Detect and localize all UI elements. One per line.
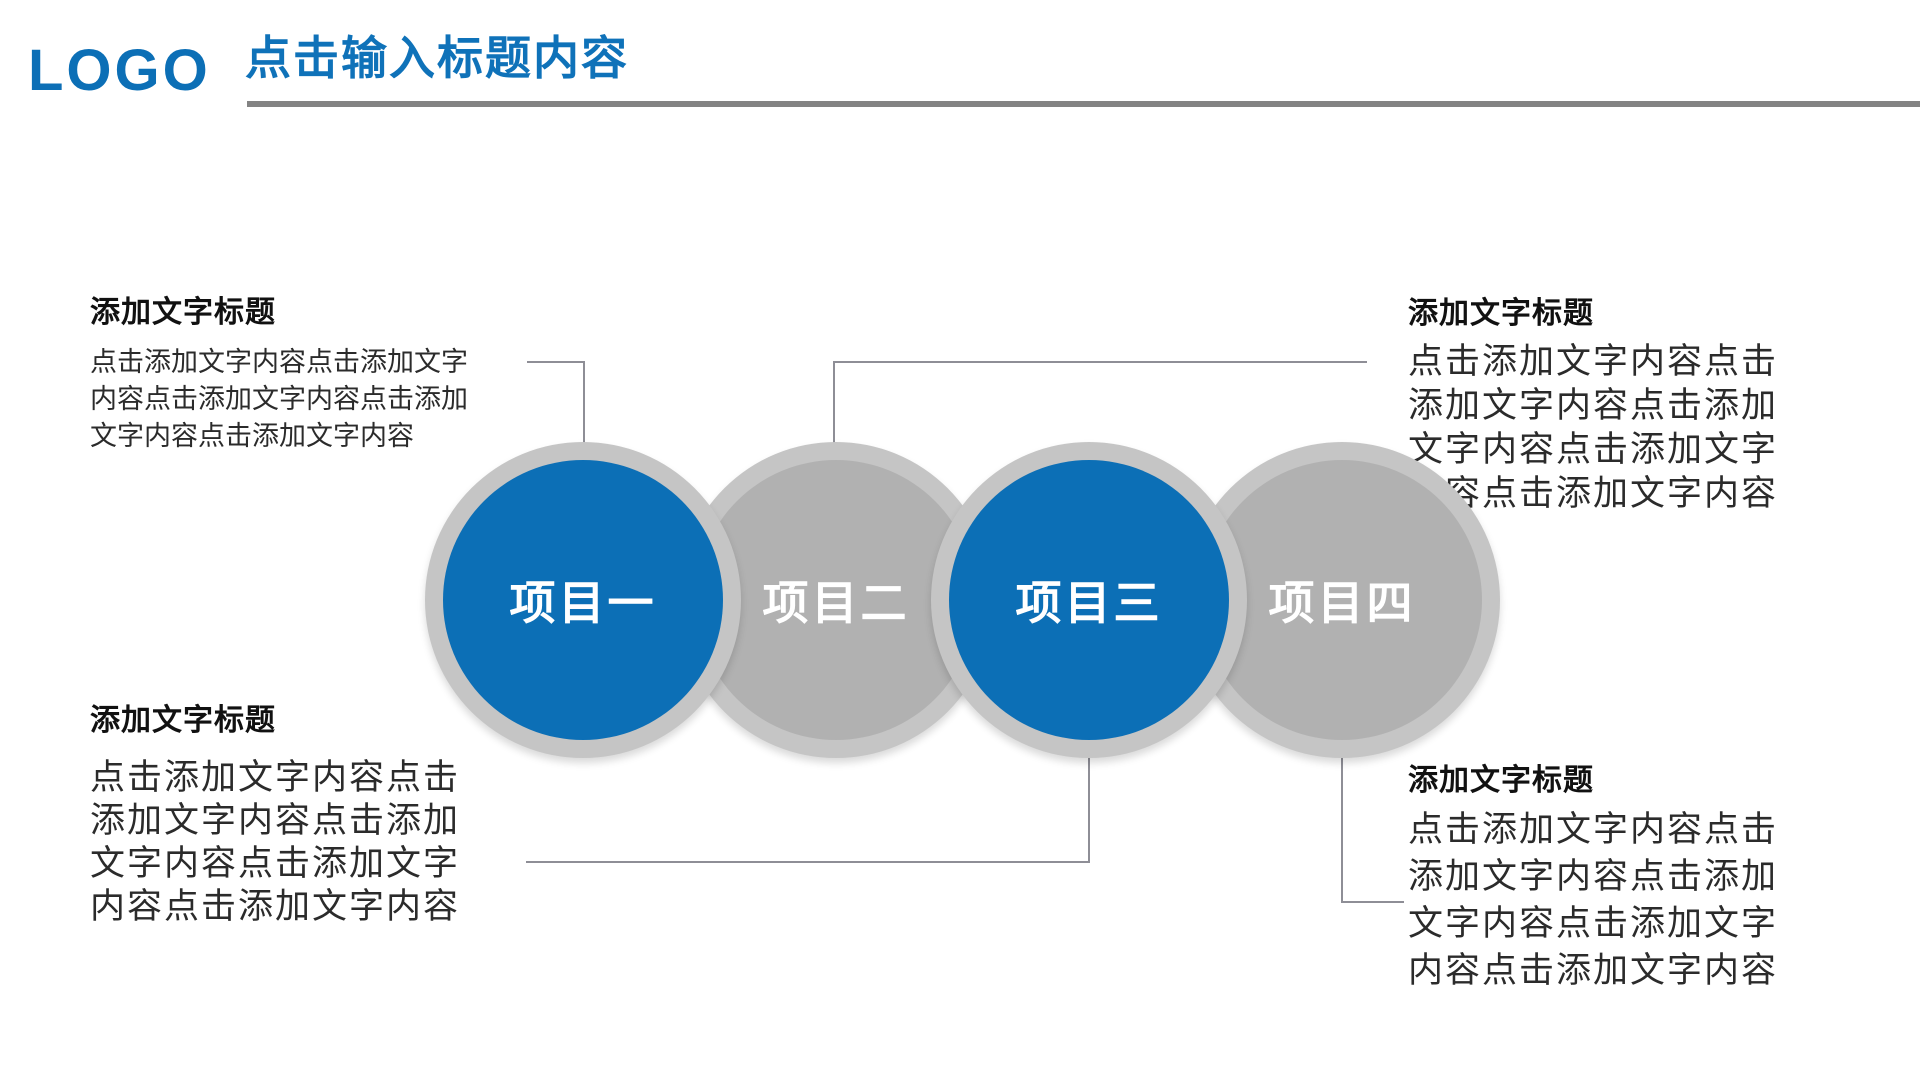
text-block-top-left-title: 添加文字标题 [90, 296, 276, 329]
body-line: 添加文字内容点击添加 [90, 801, 461, 840]
body-line: 内容点击添加文字内容 [90, 887, 461, 926]
body-line: 点击添加文字内容点击 [1408, 342, 1779, 381]
connector-top-right-horizontal [833, 361, 1367, 363]
circle-project-3-label: 项目三 [1015, 577, 1163, 629]
logo: LOGO [28, 38, 211, 103]
text-block-bottom-right-title: 添加文字标题 [1408, 764, 1594, 797]
circle-project-1[interactable]: 项目一 [425, 442, 741, 758]
text-block-top-right-title: 添加文字标题 [1408, 297, 1594, 330]
circle-project-3[interactable]: 项目三 [931, 442, 1247, 758]
body-line: 添加文字内容点击添加 [1408, 386, 1779, 425]
body-line: 点击添加文字内容点击 [90, 758, 461, 797]
connector-top-right-vertical [833, 361, 835, 446]
body-line: 点击添加文字内容点击添加文字 [90, 347, 468, 377]
text-block-top-right-body: 点击添加文字内容点击 添加文字内容点击添加 文字内容点击添加文字 内容点击添加文… [1408, 340, 1778, 516]
text-block-top-left-body: 点击添加文字内容点击添加文字 内容点击添加文字内容点击添加 文字内容点击添加文字… [90, 344, 468, 455]
body-line: 添加文字内容点击添加 [1408, 857, 1779, 896]
text-block-bottom-right[interactable]: 添加文字标题 点击添加文字内容点击 添加文字内容点击添加 文字内容点击添加文字 … [1408, 763, 1778, 994]
text-block-top-left[interactable]: 添加文字标题 点击添加文字内容点击添加文字 内容点击添加文字内容点击添加 文字内… [90, 295, 468, 455]
header-rule [247, 101, 1920, 107]
circle-project-4-label: 项目四 [1268, 577, 1416, 629]
body-line: 内容点击添加文字内容 [1408, 951, 1779, 990]
connector-top-left-vertical [583, 361, 585, 446]
connector-top-left-horizontal [527, 361, 585, 363]
text-block-bottom-left[interactable]: 添加文字标题 点击添加文字内容点击 添加文字内容点击添加 文字内容点击添加文字 … [90, 703, 460, 928]
body-line: 文字内容点击添加文字 [1408, 430, 1779, 469]
connector-bottom-right-vertical [1341, 748, 1343, 903]
body-line: 内容点击添加文字内容点击添加 [90, 384, 468, 414]
body-line: 文字内容点击添加文字 [90, 844, 461, 883]
body-line: 文字内容点击添加文字 [1408, 904, 1779, 943]
text-block-bottom-left-body: 点击添加文字内容点击 添加文字内容点击添加 文字内容点击添加文字 内容点击添加文… [90, 756, 460, 928]
text-block-bottom-right-body: 点击添加文字内容点击 添加文字内容点击添加 文字内容点击添加文字 内容点击添加文… [1408, 806, 1778, 994]
circle-project-4[interactable]: 项目四 [1184, 442, 1500, 758]
text-block-bottom-left-title: 添加文字标题 [90, 704, 276, 737]
body-line: 点击添加文字内容点击 [1408, 810, 1779, 849]
connector-bottom-left-vertical [1088, 748, 1090, 863]
text-block-top-right[interactable]: 添加文字标题 点击添加文字内容点击 添加文字内容点击添加 文字内容点击添加文字 … [1408, 296, 1778, 516]
circle-project-2-label: 项目二 [762, 577, 910, 629]
circle-project-3-fill: 项目三 [949, 460, 1229, 740]
connector-bottom-right-horizontal [1341, 901, 1404, 903]
body-line: 文字内容点击添加文字内容 [90, 421, 414, 451]
circle-project-1-fill: 项目一 [443, 460, 723, 740]
circle-project-4-fill: 项目四 [1202, 460, 1482, 740]
circle-project-1-label: 项目一 [509, 577, 657, 629]
connector-bottom-left-horizontal [526, 861, 1090, 863]
page-title[interactable]: 点击输入标题内容 [245, 32, 629, 84]
circle-project-2-fill: 项目二 [696, 460, 976, 740]
